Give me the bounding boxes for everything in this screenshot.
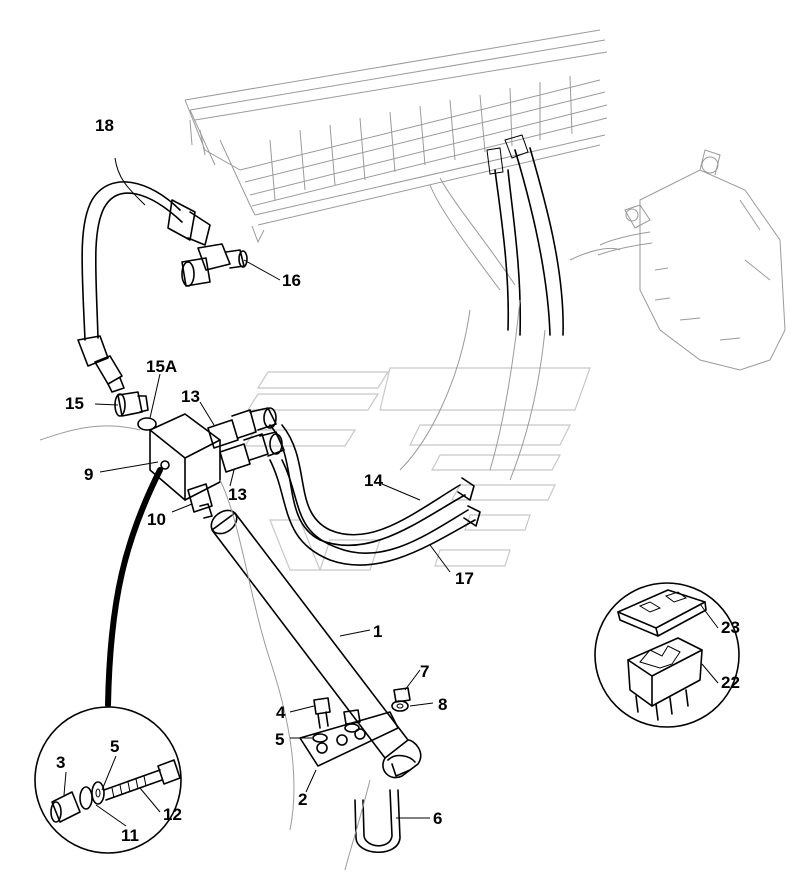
u-bolt-6 — [354, 789, 401, 853]
callout-4: 4 — [276, 703, 286, 722]
callout-8: 8 — [438, 695, 447, 714]
detail-circle-switch — [594, 582, 740, 728]
hoses-14-17 — [269, 424, 481, 566]
callout-2: 2 — [298, 790, 307, 809]
callout-16: 16 — [282, 271, 301, 290]
callout-labels: 18 16 15A 15 13 13 9 10 14 17 1 4 5 2 7 … — [56, 116, 740, 845]
watermark-logo — [243, 367, 591, 571]
callout-18: 18 — [95, 116, 114, 135]
callout-15: 15 — [65, 394, 84, 413]
machine-frame — [184, 29, 608, 244]
callout-17: 17 — [455, 569, 474, 588]
callout-10: 10 — [147, 510, 166, 529]
callout-22: 22 — [721, 673, 740, 692]
callout-23: 23 — [721, 618, 740, 637]
nut-washer-upper — [343, 709, 361, 733]
frame-outline — [39, 425, 371, 871]
nut-7 — [393, 687, 411, 703]
bracket-2 — [299, 711, 399, 767]
callout-14: 14 — [364, 471, 383, 490]
callout-13-lower: 13 — [228, 485, 247, 504]
washer-5 — [312, 733, 328, 743]
callout-1: 1 — [373, 622, 382, 641]
callout-3: 3 — [56, 753, 65, 772]
fitting-15 — [114, 391, 149, 417]
leader-lines — [63, 157, 719, 827]
callout-5-bracket: 5 — [275, 730, 284, 749]
callout-5-detail: 5 — [110, 737, 119, 756]
o-ring-15a — [137, 417, 157, 431]
callout-7: 7 — [420, 662, 429, 681]
bolt-4 — [313, 697, 331, 729]
callout-15a: 15A — [146, 357, 177, 376]
fitting-10 — [187, 483, 213, 519]
callout-13-upper: 13 — [181, 387, 200, 406]
detail-circle-bolt — [34, 706, 182, 854]
hose-18 — [77, 181, 211, 393]
control-valve — [624, 149, 786, 371]
callout-11: 11 — [121, 826, 139, 845]
tee-fitting-16 — [181, 243, 248, 287]
hose-to-detail — [105, 467, 163, 708]
callout-12: 12 — [163, 805, 182, 824]
cylinder-1 — [210, 509, 422, 779]
background-hoses — [399, 134, 653, 481]
washer-8 — [391, 700, 409, 712]
callout-6: 6 — [433, 809, 442, 828]
callout-9: 9 — [84, 465, 93, 484]
